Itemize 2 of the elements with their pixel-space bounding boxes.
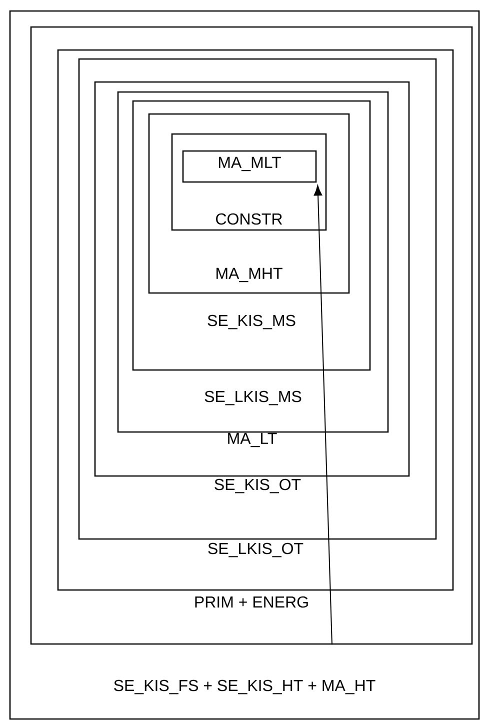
nested-box: MA_MLT — [182, 150, 317, 183]
arrow — [314, 185, 332, 646]
